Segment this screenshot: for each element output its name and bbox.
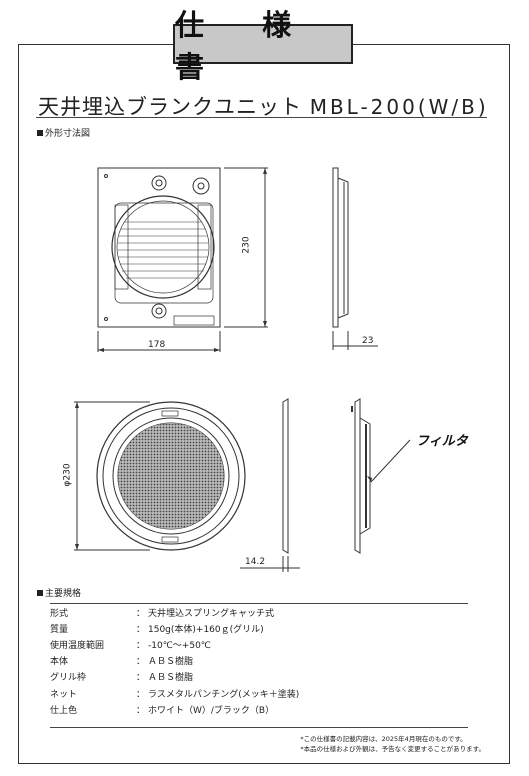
spec-value: ラスメタルパンチング(メッキ＋塗装) [148,689,300,700]
spec-label: グリル枠 [50,673,87,684]
product-model: MBL-200(W/B) [309,95,489,119]
dim-diameter: φ230 [62,463,73,487]
unit-front-outline [97,167,221,328]
spec-colon: ： [136,705,146,716]
footnote: *本品の仕様および外観は、予告なく変更することがあります。 [300,745,485,753]
spec-row: 質量 ： 150g(本体)+160ｇ(グリル) [36,620,468,636]
grille-mesh [118,423,224,529]
title-underline [36,117,487,118]
spec-value: 150g(本体)+160ｇ(グリル) [148,624,264,635]
spec-row: 使用温度範囲 ： -10℃～+50℃ [36,636,468,652]
spec-value: ＡＢＳ樹脂 [148,673,194,684]
product-name: 天井埋込ブランクユニット [38,95,302,119]
specs-top-rule [50,603,468,604]
spec-colon: ： [136,689,146,700]
section-specs-heading: 主要規格 [37,586,81,599]
spec-colon: ： [136,673,146,684]
filter-label: フィルタ [416,434,468,449]
spec-value: -10℃～+50℃ [148,640,211,651]
spec-label: 質量 [50,624,69,635]
spec-colon: ： [136,624,146,635]
spec-value: 天井埋込スプリングキャッチ式 [148,608,275,619]
spec-label: 使用温度範囲 [50,640,105,651]
spec-value: ホワイト（W）/ブラック（B） [148,705,275,716]
spec-row: 形式 ： 天井埋込スプリングキャッチ式 [36,604,468,620]
spec-label: 仕上色 [50,705,78,716]
spec-colon: ： [136,657,146,668]
dim-width: 178 [148,340,166,350]
spec-row: 本体 ： ＡＢＳ樹脂 [36,653,468,669]
spec-label: 本体 [50,657,69,668]
spec-colon: ： [136,640,146,651]
footnotes: *この仕様書の記載内容は、2025年4月現在のものです。 *本品の仕様および外観… [300,734,485,754]
section-dimensions-heading: 外形寸法図 [37,126,90,139]
spec-label: 形式 [50,608,69,619]
spec-colon: ： [136,608,146,619]
spec-label: ネット [50,689,78,700]
dim-depth-top: 23 [362,336,374,346]
dim-height: 230 [241,236,252,254]
footnote: *この仕様書の記載内容は、2025年4月現在のものです。 [300,735,467,743]
spec-row: ネット ： ラスメタルパンチング(メッキ＋塗装) [36,685,468,701]
dim-depth-bottom: 14.2 [245,557,266,567]
document-title: 仕 様 書 [175,8,316,84]
specs-table: 形式 ： 天井埋込スプリングキャッチ式 質量 ： 150g(本体)+160ｇ(グ… [36,604,468,717]
product-title: 天井埋込ブランクユニット MBL-200(W/B) [38,91,489,121]
spec-row: グリル枠 ： ＡＢＳ樹脂 [36,669,468,685]
spec-value: ＡＢＳ樹脂 [148,657,194,668]
document-title-box: 仕 様 書 [173,8,353,84]
spec-row: 仕上色 ： ホワイト（W）/ブラック（B） [36,701,468,717]
specs-bottom-rule [50,727,468,728]
